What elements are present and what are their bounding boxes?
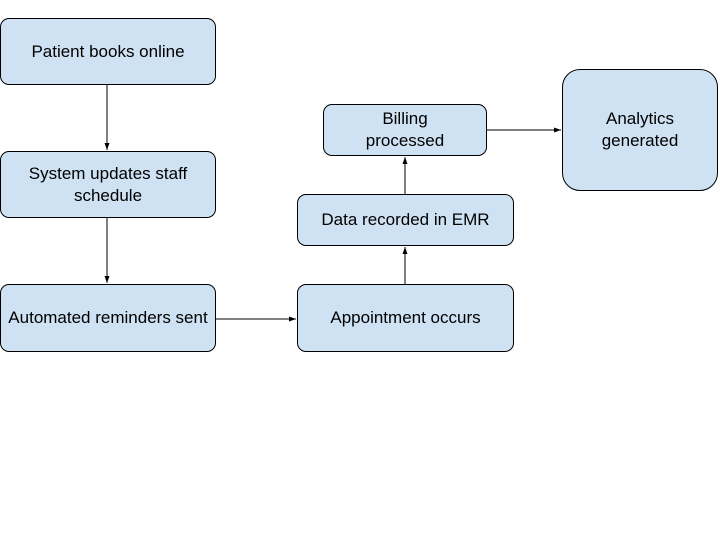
node-system-updates-staff-schedule: System updates staff schedule bbox=[0, 151, 216, 218]
node-analytics-generated: Analytics generated bbox=[562, 69, 718, 191]
node-label: Data recorded in EMR bbox=[321, 210, 490, 229]
node-label: Automated reminders sent bbox=[8, 308, 208, 327]
node-automated-reminders-sent: Automated reminders sent bbox=[0, 284, 216, 352]
node-label: System updates staff schedule bbox=[28, 163, 188, 205]
node-patient-books-online: Patient books online bbox=[0, 18, 216, 85]
node-label: Billing processed bbox=[365, 109, 445, 150]
node-label: Patient books online bbox=[31, 41, 185, 61]
node-billing-processed: Billing processed bbox=[323, 104, 487, 156]
node-appointment-occurs: Appointment occurs bbox=[297, 284, 514, 352]
node-label: Analytics generated bbox=[601, 109, 679, 150]
node-data-recorded-in-emr: Data recorded in EMR bbox=[297, 194, 514, 246]
node-label: Appointment occurs bbox=[330, 308, 481, 327]
